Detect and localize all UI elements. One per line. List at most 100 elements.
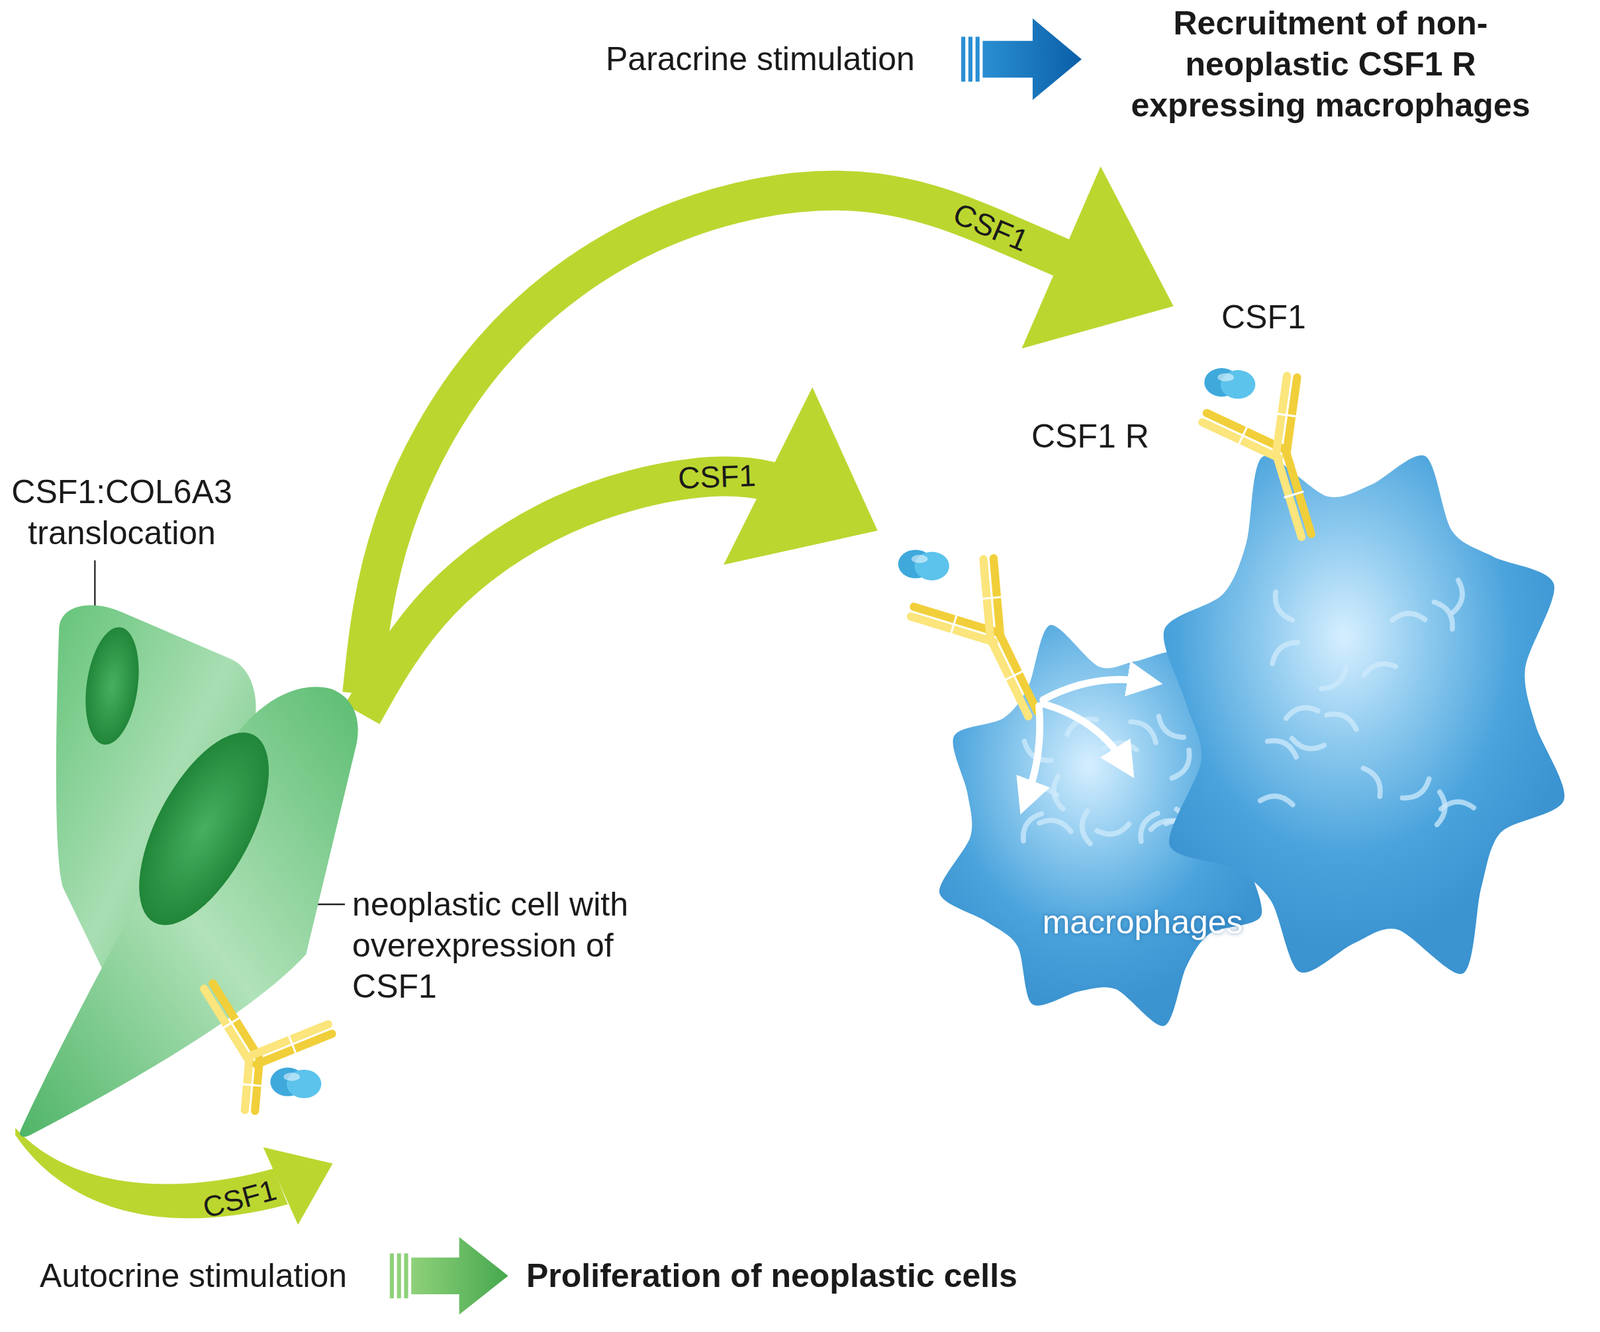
block-arrow (411, 1237, 508, 1315)
receptor-segment (950, 614, 957, 635)
receptor-segment (242, 1083, 263, 1086)
receptor-chain (244, 1059, 250, 1111)
pathway-label: Paracrine stimulation (605, 38, 915, 80)
receptor-chain (1202, 422, 1279, 459)
chromatin (1286, 707, 1318, 719)
receptor-chain (910, 616, 994, 643)
chromatin (1053, 776, 1063, 809)
arrow-stripe (968, 37, 973, 83)
chromatin (1024, 741, 1051, 761)
neoplastic-cell (56, 605, 257, 1011)
arrow-stripe (975, 37, 980, 83)
chromatin (1363, 768, 1380, 798)
chromatin (1392, 613, 1425, 621)
receptor-segment (981, 597, 1003, 600)
ligand-highlight (283, 1072, 301, 1081)
chromatin (1433, 602, 1453, 630)
receptor-segment (1004, 671, 1024, 681)
receptor-chain (913, 607, 997, 633)
macrophage-cell (1163, 455, 1565, 975)
chromatin (1272, 642, 1298, 664)
pathway-label: Autocrine stimulation (39, 1255, 347, 1297)
chromatin (1096, 824, 1129, 835)
chromatin (1067, 719, 1097, 735)
signal-arrow (1042, 704, 1125, 764)
receptor-chain (256, 1033, 332, 1064)
signal-arrow (1042, 679, 1145, 701)
chromatin (1150, 820, 1183, 830)
ligand-lobe (914, 552, 949, 581)
macrophage-cells: macrophages (877, 305, 1598, 1046)
receptor-chain (983, 559, 990, 638)
autocrine-csf1-arrow (15, 1128, 333, 1225)
chromatin (1291, 738, 1324, 750)
signal-arrow (1026, 706, 1040, 799)
chromatin (1402, 779, 1429, 799)
receptor-chain (990, 639, 1029, 717)
receptor-segment (223, 1017, 241, 1029)
arrow-stripe (403, 1253, 408, 1299)
receptor-chain (252, 1024, 328, 1055)
receptor-chain (999, 634, 1038, 712)
chromatin (1130, 722, 1156, 744)
neoplastic-cells: CSF1:COL6A3 translocationneoplastic cell… (15, 597, 363, 1138)
chromatin (1441, 802, 1474, 810)
leader-line (241, 903, 345, 905)
chromatin (1267, 740, 1296, 758)
chromatin (1165, 820, 1198, 832)
csf1-ligand (1204, 368, 1256, 399)
paracrine-arrow (961, 18, 1082, 100)
chromatin (1274, 592, 1293, 621)
receptor-chain (993, 558, 1001, 637)
receptor-segment (288, 1034, 297, 1054)
chromatin (1140, 813, 1158, 842)
curved-arrow-body (15, 1128, 288, 1219)
chromatin (1081, 811, 1090, 845)
receptor-chain (1286, 452, 1312, 535)
arrow-stripe (389, 1253, 394, 1299)
receptor-chain (212, 983, 259, 1057)
chromatin (1039, 820, 1072, 832)
cell-label: macrophages (1042, 901, 1244, 943)
nucleus (112, 712, 296, 945)
csf1-arrow (362, 475, 813, 715)
receptor-symbol (1202, 376, 1311, 537)
receptor-symbol (203, 983, 332, 1111)
macrophage-cells-drawing (877, 305, 1598, 1046)
csf1-ligand (897, 550, 949, 581)
chromatin (1363, 663, 1396, 676)
outcome-label: Recruitment of non-neoplastic CSF1 R exp… (1098, 2, 1563, 126)
chromatin (1024, 788, 1057, 796)
chromatin (1326, 714, 1356, 730)
arrow-stripe (397, 1253, 402, 1299)
block-arrow (982, 18, 1082, 100)
arrow-head (263, 1147, 333, 1225)
ligand-highlight (911, 555, 929, 564)
chromatin (1453, 580, 1463, 613)
edge-label: CSF1 (677, 458, 756, 496)
macrophage-cell (939, 625, 1273, 1027)
neoplastic-cells-drawing (15, 597, 363, 1138)
ligand-lobe (1204, 368, 1239, 397)
receptor-chain (254, 1059, 260, 1111)
receptor-chain (1276, 455, 1302, 538)
ligand-lobe (1220, 370, 1256, 400)
ligand-lobe (897, 550, 933, 579)
receptor-chain (1276, 376, 1287, 453)
chromatin (1259, 796, 1293, 805)
edge-label: CSF1 (948, 195, 1035, 259)
autocrine-arrow (389, 1237, 509, 1315)
leader-line (94, 560, 96, 613)
receptor-chain (203, 988, 250, 1062)
ligand-lobe (286, 1069, 322, 1098)
outcome-label: Proliferation of neoplastic cells (526, 1255, 1018, 1297)
callout-label: CSF1:COL6A3 translocation (3, 471, 240, 554)
receptor-segment (1283, 491, 1303, 498)
csf1-arrow (362, 190, 1107, 694)
chromatin (1022, 814, 1042, 842)
arrow-stripe (961, 37, 966, 83)
csf1-ligand (270, 1067, 322, 1098)
chromatin (1158, 716, 1184, 738)
receptor-chain (1286, 377, 1297, 455)
